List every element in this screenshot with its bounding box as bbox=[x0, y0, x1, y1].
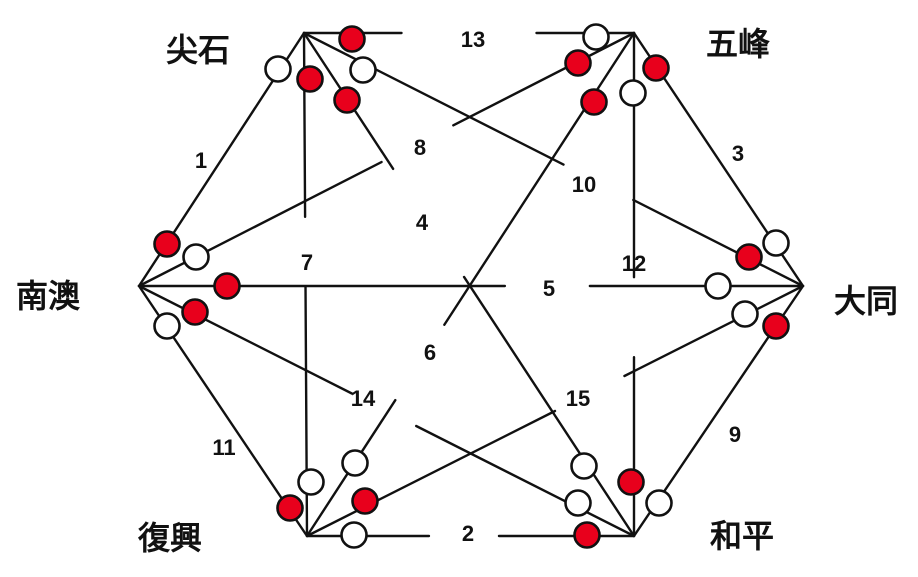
edge-line-14-seg2 bbox=[415, 424, 636, 538]
edge-label-5: 5 bbox=[543, 276, 555, 301]
red-stone-edge-5-nanao[interactable] bbox=[213, 272, 241, 300]
edge-label-4: 4 bbox=[416, 210, 429, 235]
white-stone-edge-2-fuxing[interactable] bbox=[340, 521, 368, 549]
white-stone-edge-6-fuxing[interactable] bbox=[341, 449, 369, 477]
edge-lines bbox=[137, 31, 805, 538]
edge-label-7: 7 bbox=[301, 250, 313, 275]
edge-label-12: 12 bbox=[622, 251, 646, 276]
edge-label-13: 13 bbox=[461, 27, 485, 52]
red-stone-edge-2-heping[interactable] bbox=[573, 521, 601, 549]
edge-label-11: 11 bbox=[212, 435, 235, 460]
edge-line-7-seg2 bbox=[304, 285, 309, 538]
red-stone-edge-9-datong[interactable] bbox=[762, 312, 790, 340]
edge-line-10-seg2 bbox=[632, 198, 805, 288]
white-stone-edge-3-datong[interactable] bbox=[762, 229, 790, 257]
red-stone-edge-15-fuxing[interactable] bbox=[351, 487, 379, 515]
red-stone-edge-11-fuxing[interactable] bbox=[276, 494, 304, 522]
white-stone-edge-10-jianshi[interactable] bbox=[349, 56, 377, 84]
white-stone-edge-4-heping[interactable] bbox=[570, 452, 598, 480]
white-stone-edge-9-heping[interactable] bbox=[645, 489, 673, 517]
edge-label-15: 15 bbox=[566, 386, 590, 411]
white-stone-edge-12-wufeng[interactable] bbox=[619, 79, 647, 107]
node-label-fuxing: 復興 bbox=[137, 519, 202, 557]
edge-line-14-seg1 bbox=[137, 284, 354, 395]
edge-label-6: 6 bbox=[424, 340, 436, 365]
edge-label-3: 3 bbox=[732, 141, 744, 166]
red-stone-edge-4-jianshi[interactable] bbox=[333, 86, 361, 114]
white-stone-edge-11-nanao[interactable] bbox=[153, 312, 181, 340]
node-label-wufeng: 五峰 bbox=[706, 25, 770, 63]
red-stone-edge-10-datong[interactable] bbox=[735, 243, 763, 271]
edge-label-8: 8 bbox=[414, 135, 426, 160]
edge-line-15-seg1 bbox=[305, 409, 557, 538]
white-stone-edge-8-nanao[interactable] bbox=[182, 243, 210, 271]
edge-label-9: 9 bbox=[729, 422, 741, 447]
edge-label-2: 2 bbox=[462, 521, 474, 546]
white-stone-edge-7-fuxing[interactable] bbox=[297, 468, 325, 496]
edge-line-10-seg1 bbox=[302, 31, 565, 166]
edge-line-4-seg2 bbox=[462, 275, 636, 538]
red-stone-edge-14-nanao[interactable] bbox=[181, 298, 209, 326]
edge-label-1: 1 bbox=[195, 148, 207, 173]
node-label-heping: 和平 bbox=[710, 517, 774, 555]
node-label-datong: 大同 bbox=[834, 282, 898, 320]
node-label-jianshi: 尖石 bbox=[166, 31, 230, 69]
edge-line-6-seg2 bbox=[443, 31, 636, 326]
edge-line-7-seg1 bbox=[302, 31, 307, 219]
white-stone-edge-5-datong[interactable] bbox=[704, 272, 732, 300]
edge-line-8-seg1 bbox=[137, 160, 383, 288]
white-stone-edge-15-datong[interactable] bbox=[731, 300, 759, 328]
red-stone-edge-7-jianshi[interactable] bbox=[296, 65, 324, 93]
white-stone-edge-13-wufeng[interactable] bbox=[582, 23, 610, 51]
edge-line-8-seg2 bbox=[452, 31, 636, 127]
white-stone-edge-14-heping[interactable] bbox=[564, 489, 592, 517]
edge-line-15-seg2 bbox=[623, 284, 805, 378]
red-stone-edge-1-nanao[interactable] bbox=[153, 230, 181, 258]
red-stone-edge-12-heping[interactable] bbox=[617, 468, 645, 496]
red-stone-edge-3-wufeng[interactable] bbox=[642, 54, 670, 82]
node-label-nanao: 南澳 bbox=[16, 277, 81, 315]
edge-label-10: 10 bbox=[572, 172, 596, 197]
white-stone-edge-1-jianshi[interactable] bbox=[264, 55, 292, 83]
red-stone-edge-8-wufeng[interactable] bbox=[564, 49, 592, 77]
red-stone-edge-13-jianshi[interactable] bbox=[338, 25, 366, 53]
stones bbox=[153, 23, 790, 549]
edge-label-14: 14 bbox=[351, 386, 376, 411]
red-stone-edge-6-wufeng[interactable] bbox=[580, 88, 608, 116]
